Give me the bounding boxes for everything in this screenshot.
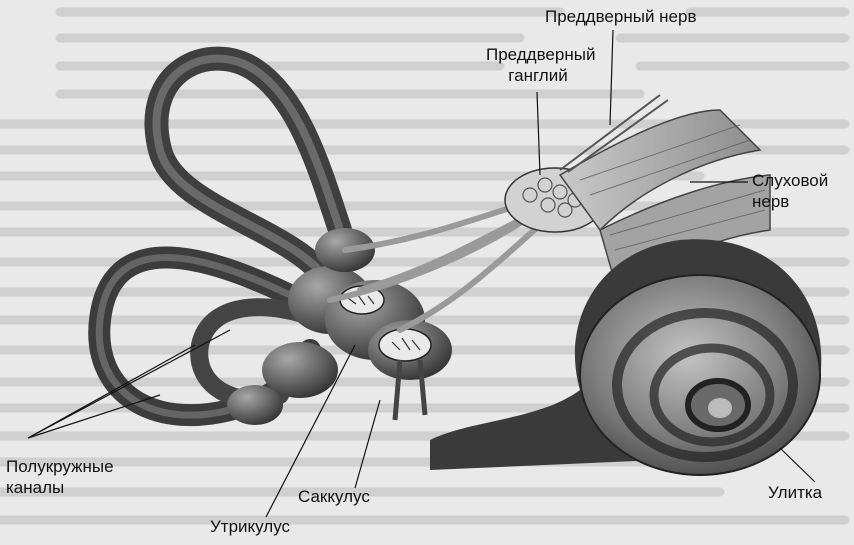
cochlea	[430, 239, 821, 475]
label-vestibular-ganglion-line1: Преддверный	[486, 44, 590, 65]
label-vestibular-ganglion: Преддверный ганглий	[486, 44, 590, 86]
label-saccule: Саккулус	[298, 486, 370, 507]
label-cochlea: Улитка	[768, 482, 822, 503]
label-auditory-nerve-line1: Слуховой	[752, 170, 828, 191]
label-vestibular-nerve: Преддверный нерв	[545, 6, 697, 27]
label-semicircular-canals-line2: каналы	[6, 477, 114, 498]
label-utricle: Утрикулус	[210, 516, 290, 537]
label-vestibular-ganglion-line2: ганглий	[486, 65, 590, 86]
label-semicircular-canals-line1: Полукружные	[6, 456, 114, 477]
label-semicircular-canals: Полукружные каналы	[6, 456, 114, 498]
label-auditory-nerve: Слуховой нерв	[752, 170, 828, 212]
label-auditory-nerve-line2: нерв	[752, 191, 828, 212]
